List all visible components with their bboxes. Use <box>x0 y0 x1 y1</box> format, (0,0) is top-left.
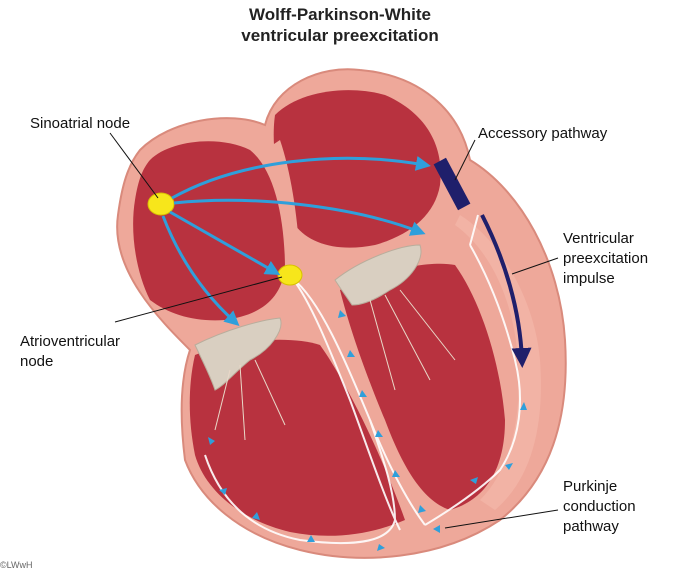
label-purkinje-1: Purkinje <box>563 478 618 495</box>
atrioventricular-node <box>277 264 303 286</box>
atrial-conduction-arrows <box>161 156 431 327</box>
label-purkinje-2: conduction <box>563 498 636 515</box>
left-ventricle <box>340 263 505 510</box>
copyright-text: ©LWwH <box>0 560 33 570</box>
right-atrium <box>133 141 285 321</box>
accessory-pathway-bar <box>433 157 471 211</box>
purkinje-impulse-arrows <box>208 310 527 551</box>
right-ventricle <box>189 339 405 536</box>
mitral-valve <box>334 244 422 306</box>
label-av-node-2: node <box>20 353 54 370</box>
preexcitation-impulse-arrow <box>480 214 532 368</box>
left-atrium <box>273 90 441 248</box>
purkinje-fibers <box>204 214 521 545</box>
atrial-septum <box>265 140 300 275</box>
label-av-node-1: Atrioventricular <box>20 333 121 350</box>
label-accessory-pathway: Accessory pathway <box>478 125 608 142</box>
chordae-tendineae <box>214 289 456 441</box>
label-ventricular-impulse-3: impulse <box>563 270 615 287</box>
title-line-2: ventricular preexcitation <box>241 26 439 45</box>
lv-free-wall <box>455 215 541 510</box>
title-line-1: Wolff-Parkinson-White <box>249 5 431 24</box>
sinoatrial-node <box>147 192 175 216</box>
label-ventricular-impulse-2: preexcitation <box>563 250 649 267</box>
label-ventricular-impulse-1: Ventricular <box>563 230 634 247</box>
label-leader-lines <box>109 132 559 529</box>
ventricular-septum <box>310 285 440 540</box>
label-sinoatrial-node: Sinoatrial node <box>30 115 131 132</box>
label-purkinje-3: pathway <box>563 518 619 535</box>
tricuspid-valve <box>194 317 282 391</box>
